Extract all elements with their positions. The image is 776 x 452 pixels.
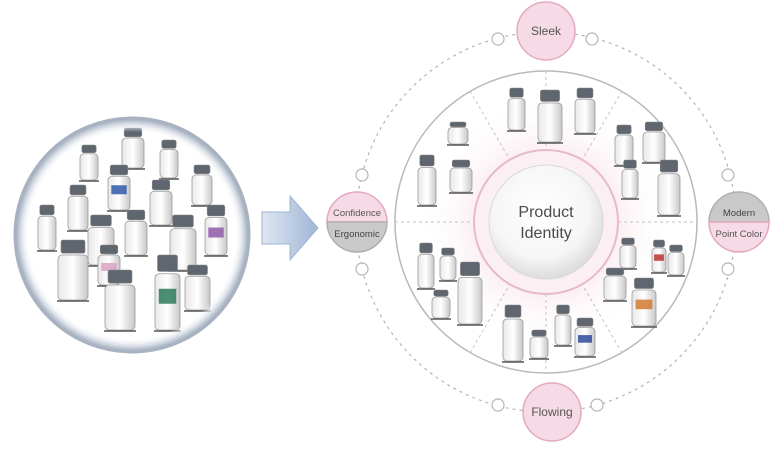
keyword-ergonomic-label: Ergonomic [334,229,380,240]
medical-device-icon [457,261,483,326]
keyword-sleek: Sleek [516,1,576,61]
wheel-devices [417,87,685,363]
medical-device-icon [417,242,435,290]
medical-device-icon [603,267,627,302]
product-collage [13,116,251,354]
keyword-modern-label: Modern [723,208,755,219]
medical-device-icon [449,159,473,194]
keyword-flowing: Flowing [522,382,582,442]
medical-device-icon [529,329,549,360]
medical-device-icon [574,87,596,135]
medical-device-icon [417,154,437,207]
medical-device-icon [651,239,667,274]
center-circle [488,164,604,280]
right-arrow-icon [261,194,319,262]
medical-device-icon [642,121,666,164]
identity-wheel: Product Identity Sleek Flowing Confid [326,1,770,442]
center-title-line2: Identity [520,225,572,242]
medical-device-icon [439,247,457,282]
connector-dots [355,32,735,412]
medical-device-icon [574,317,596,358]
medical-device-icon [507,87,526,132]
sector-dividers [395,71,697,373]
keyword-left: Confidence Ergonomic [326,191,388,253]
medical-device-icon [614,124,634,167]
medical-device-icon [621,159,639,200]
medical-device-icon [657,159,681,217]
keyword-sleek-label: Sleek [531,24,562,38]
keyword-confidence-label: Confidence [333,208,381,219]
keyword-flowing-label: Flowing [531,405,572,419]
medical-device-icon [502,304,524,363]
medical-device-icon [447,121,469,146]
medical-device-icon [431,289,451,320]
medical-device-icon [554,304,572,347]
medical-device-icon [667,244,685,277]
medical-device-icon [631,277,657,328]
center-title-line1: Product [518,204,574,221]
keyword-right: Modern Point Color [708,191,770,253]
medical-device-icon [537,89,563,144]
keyword-point-color-label: Point Color [716,229,763,240]
medical-device-icon [619,237,637,270]
